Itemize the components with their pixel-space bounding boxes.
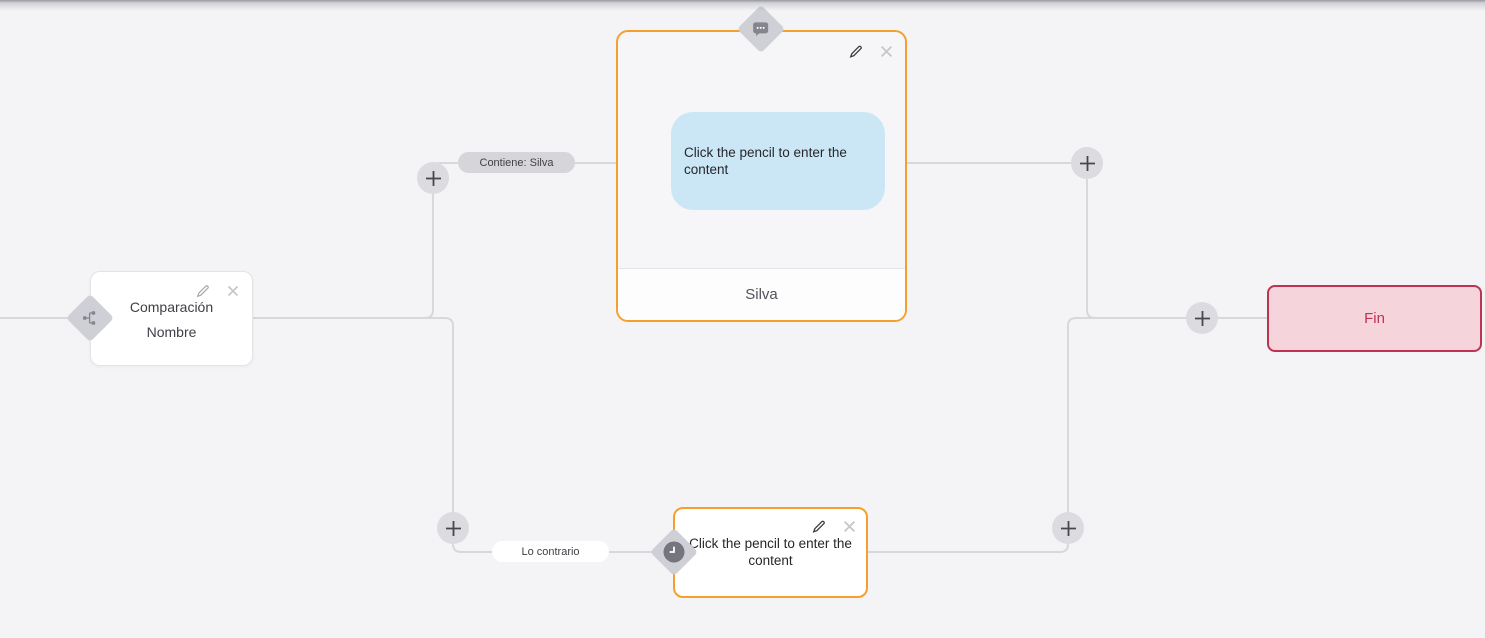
pencil-icon xyxy=(196,285,209,298)
add-node-button[interactable] xyxy=(1071,147,1103,179)
edge-condition-to-reply xyxy=(253,317,657,553)
close-icon xyxy=(227,285,239,297)
message-placeholder-text: Click the pencil to enter the content xyxy=(684,145,847,177)
message-node-footer: Silva xyxy=(618,268,905,320)
edge-label-text: Lo contrario xyxy=(521,545,580,558)
pencil-icon xyxy=(849,45,862,58)
end-node[interactable]: Fin xyxy=(1267,285,1482,352)
pencil-icon xyxy=(812,520,825,533)
end-node-label: Fin xyxy=(1364,310,1385,327)
message-node[interactable]: Click the pencil to enter the content Si… xyxy=(616,4,907,322)
condition-title-line2: Nombre xyxy=(146,324,197,340)
delete-node-button[interactable] xyxy=(879,44,893,58)
reply-placeholder-text: Click the pencil to enter the content xyxy=(689,536,852,568)
condition-type-badge xyxy=(65,293,115,343)
edit-node-button[interactable] xyxy=(196,284,210,298)
edge-label-contains: Contiene: Silva xyxy=(458,152,575,173)
add-node-button[interactable] xyxy=(437,512,469,544)
edge-label-otherwise: Lo contrario xyxy=(492,541,609,562)
close-icon xyxy=(880,45,892,57)
close-icon xyxy=(843,520,855,532)
edge-reply-to-end xyxy=(868,317,1267,553)
add-node-button[interactable] xyxy=(417,162,449,194)
plus-icon xyxy=(445,520,461,536)
branch-icon xyxy=(82,310,98,326)
condition-node[interactable]: Comparación Nombre xyxy=(65,271,253,366)
plus-icon xyxy=(1194,310,1210,326)
edge-label-text: Contiene: Silva xyxy=(479,156,554,169)
message-bubble: Click the pencil to enter the content xyxy=(671,112,885,210)
edit-node-button[interactable] xyxy=(812,519,826,533)
chat-dots-icon xyxy=(753,22,769,37)
plus-icon xyxy=(425,170,441,186)
add-node-button[interactable] xyxy=(1186,302,1218,334)
edit-node-button[interactable] xyxy=(849,44,863,58)
condition-title-line1: Comparación xyxy=(129,299,214,315)
message-node-name: Silva xyxy=(745,286,778,303)
top-edge-shadow xyxy=(0,0,1485,12)
add-node-button[interactable] xyxy=(1052,512,1084,544)
edge-message-to-end xyxy=(907,162,1267,319)
plus-icon xyxy=(1060,520,1076,536)
delete-node-button[interactable] xyxy=(842,519,856,533)
reply-node[interactable]: Click the pencil to enter the content xyxy=(649,507,868,598)
delete-node-button[interactable] xyxy=(226,284,240,298)
clock-icon xyxy=(663,541,685,563)
reply-type-badge xyxy=(649,527,699,577)
plus-icon xyxy=(1079,155,1095,171)
message-type-badge xyxy=(736,4,786,54)
